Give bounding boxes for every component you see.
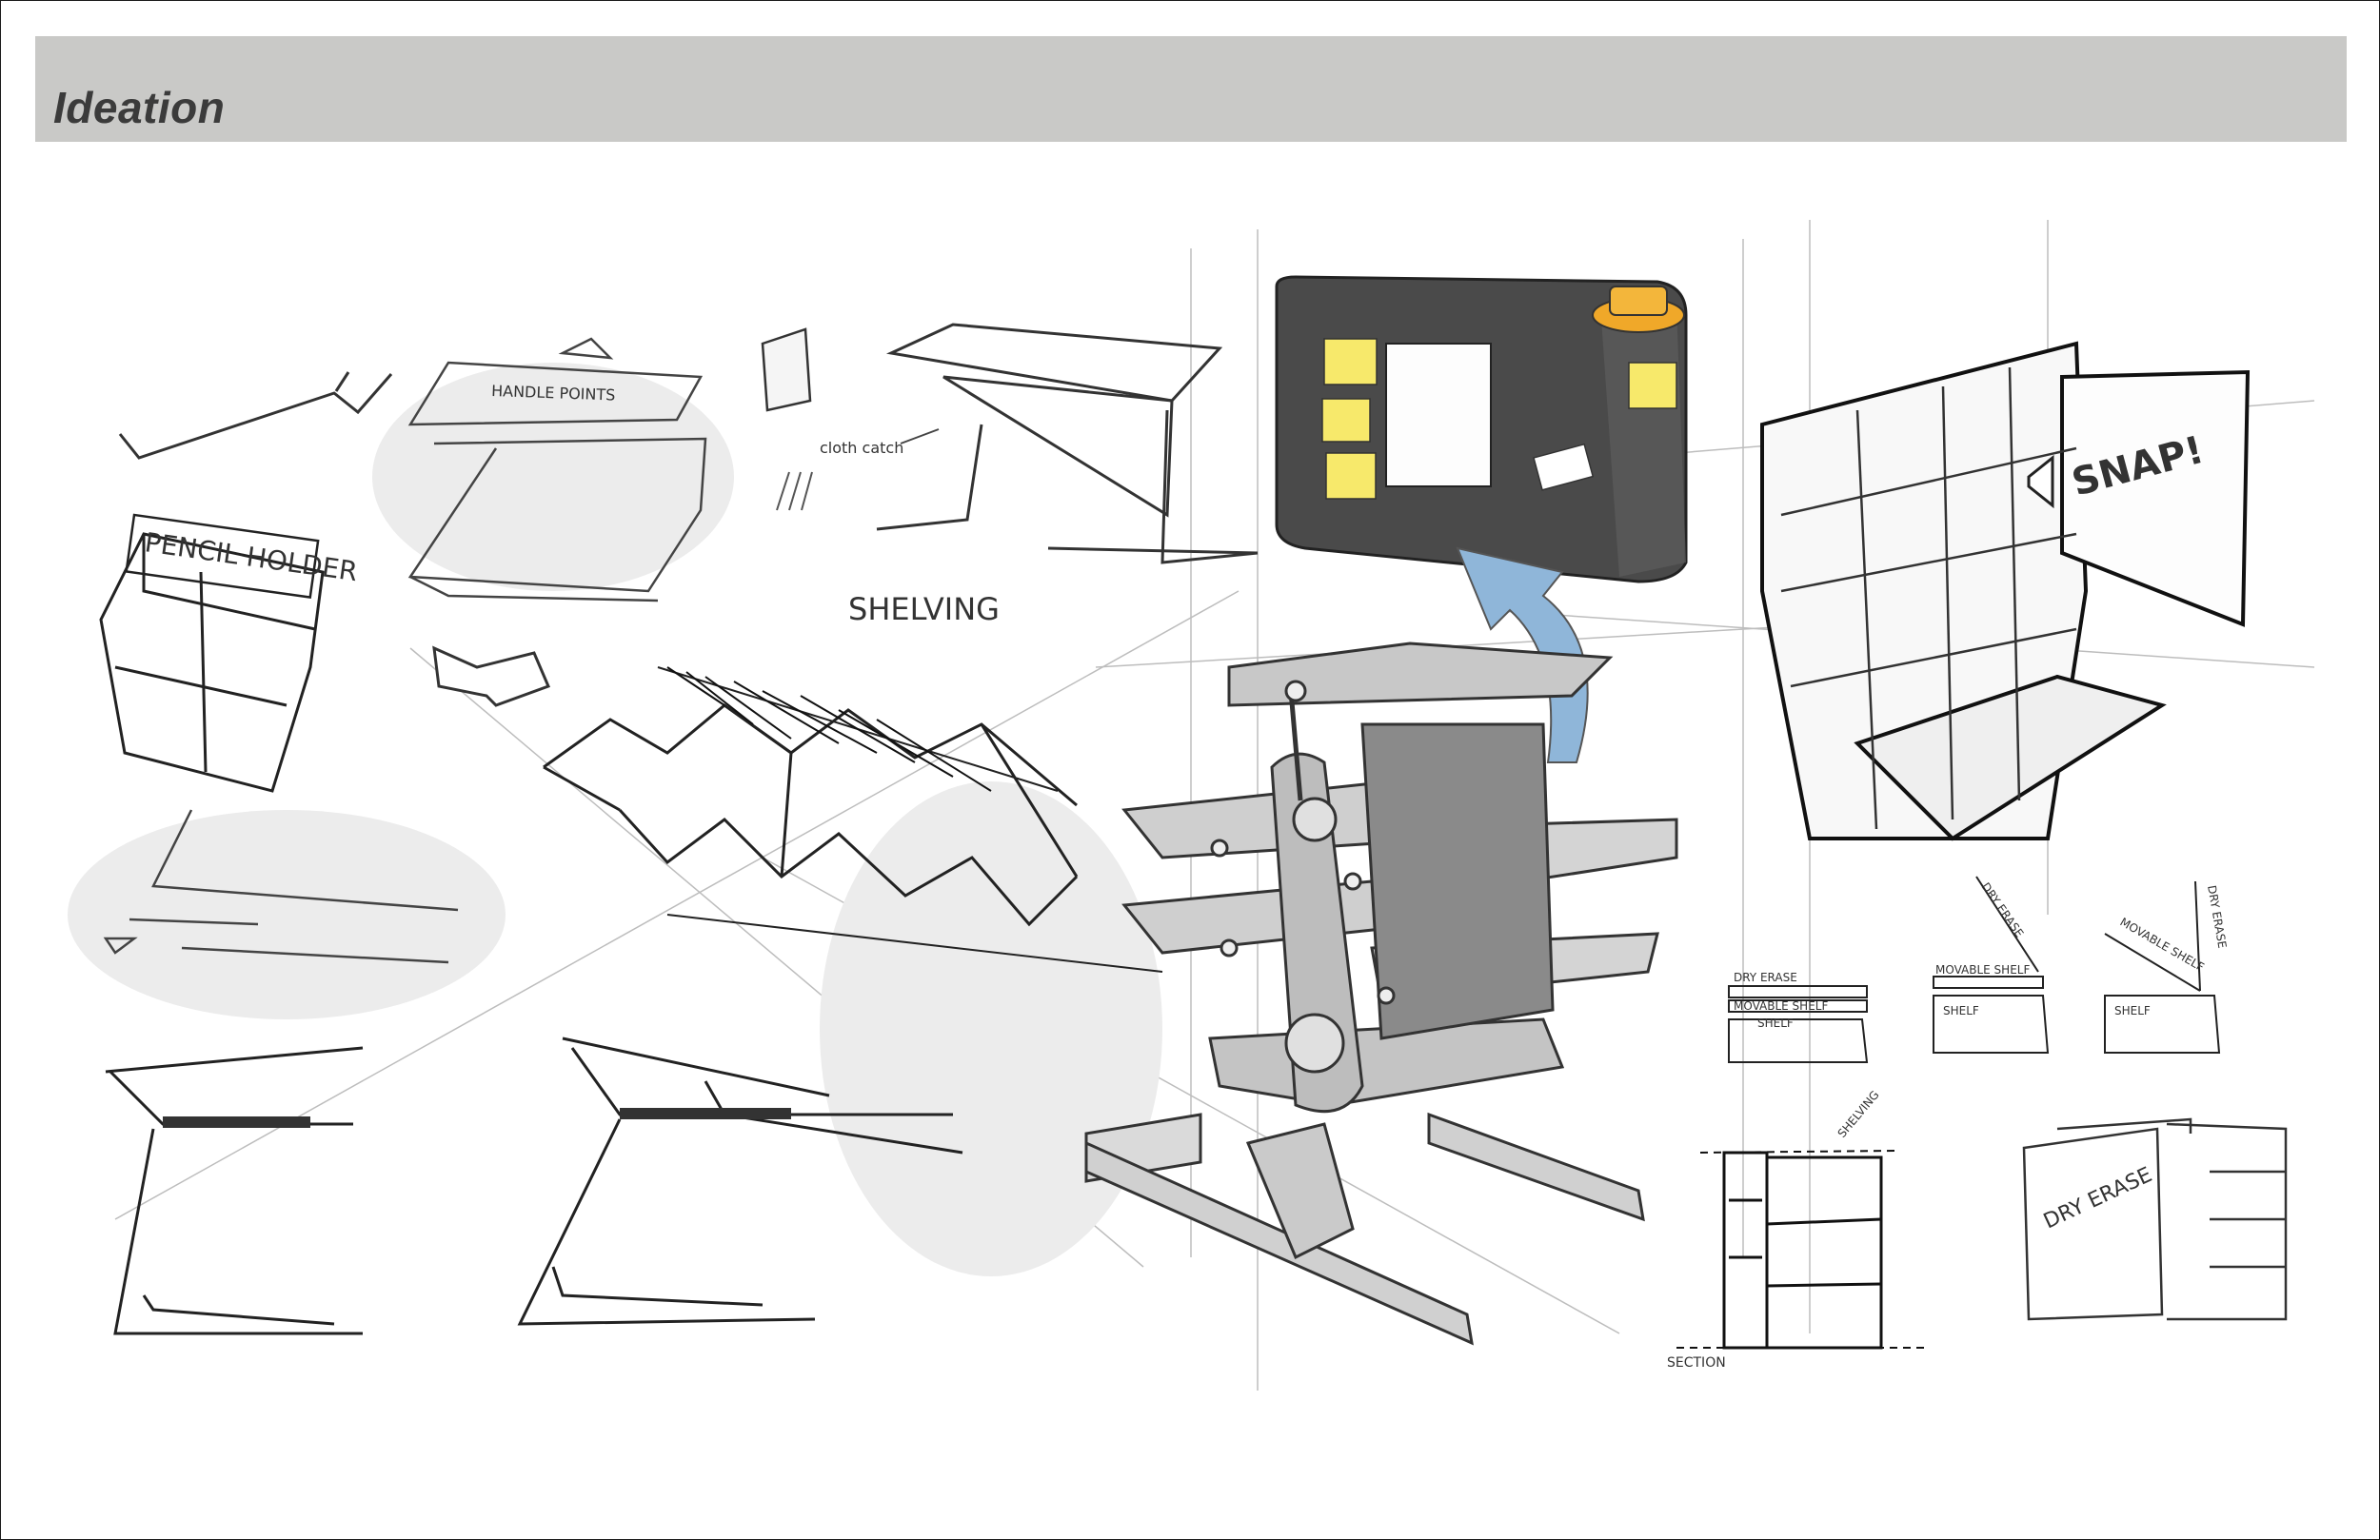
sticky-note xyxy=(1323,338,1378,385)
movable-shelf-label: MOVABLE SHELF xyxy=(1935,963,2030,977)
dry-erase-label: DRY ERASE xyxy=(2205,884,2229,949)
cloth-catch-sketch xyxy=(776,471,813,511)
desk-hatch-right xyxy=(620,1108,791,1119)
dry-erase-panel-label: DRY ERASE xyxy=(2040,1163,2156,1234)
adjustable-desk-left xyxy=(105,1046,364,1335)
section-view-sketch xyxy=(1676,1150,1924,1350)
sticky-note xyxy=(1321,398,1371,443)
direction-arrow-sketch xyxy=(432,645,551,707)
lap-desk-note: HANDLE POINTS xyxy=(491,382,616,405)
desk-hatch-left xyxy=(163,1116,310,1128)
shelving-unit xyxy=(1084,642,1678,1346)
shelf-diagram-3 xyxy=(2104,880,2221,1054)
shelving-label: SHELVING xyxy=(848,591,1000,627)
shelf-label: SHELF xyxy=(1757,1017,1794,1030)
section-label: SECTION xyxy=(1667,1355,1726,1371)
dry-erase-label: DRY ERASE xyxy=(1734,971,1797,984)
shelf-diagram-2 xyxy=(1933,876,2050,1054)
shelving-small-label: SHELVING xyxy=(1835,1088,1882,1140)
snap-arrow-icon xyxy=(2027,454,2054,509)
lap-desk-sketch xyxy=(407,337,707,602)
zigzag-shelving-sketch xyxy=(543,666,1163,973)
bracket-sketch xyxy=(118,371,393,460)
dry-erase-panel-sketch xyxy=(2022,1117,2288,1321)
motion-arrow xyxy=(1456,546,1589,763)
movable-shelf-label: MOVABLE SHELF xyxy=(2118,915,2207,974)
title-bar: Ideation xyxy=(35,36,2347,142)
note-arrow xyxy=(900,428,940,444)
shelf-label: SHELF xyxy=(2114,1004,2151,1017)
rack-sketch xyxy=(103,809,459,964)
cloth-catch-label: cloth catch xyxy=(820,439,903,457)
sketch-shading xyxy=(68,363,1162,1276)
snap-wall-grid xyxy=(1760,341,2251,841)
whiteboard-panel xyxy=(1385,343,1492,487)
movable-shelf-label: MOVABLE SHELF xyxy=(1734,999,1828,1013)
sticky-note xyxy=(1325,452,1377,500)
page-title: Ideation xyxy=(53,83,226,132)
dry-erase-label: DRY ERASE xyxy=(1979,880,2027,940)
shelf-diagram-1 xyxy=(1728,985,1869,1063)
pencil-holder-sketch xyxy=(99,513,325,793)
sticky-note xyxy=(1628,362,1677,409)
organizer-module xyxy=(1275,275,1688,583)
book-clip-sketch xyxy=(761,327,812,412)
zigzag-hatching xyxy=(666,666,992,792)
standing-desk-sketch xyxy=(876,323,1259,564)
shelf-label: SHELF xyxy=(1943,1004,1979,1017)
snap-grid-lines xyxy=(1780,366,2077,830)
paper-note xyxy=(1533,443,1595,491)
